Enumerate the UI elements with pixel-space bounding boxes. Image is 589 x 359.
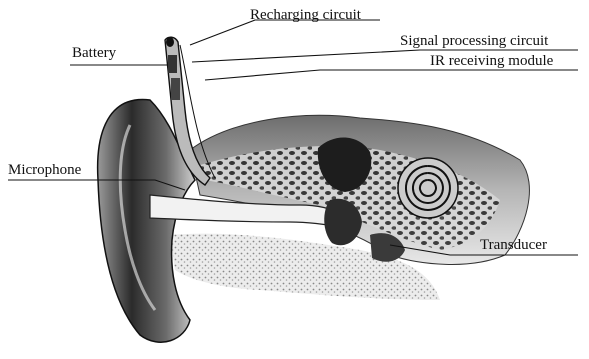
label-signal-processing-circuit: Signal processing circuit: [400, 34, 548, 49]
recharging-leader: [190, 20, 380, 45]
label-microphone: Microphone: [8, 163, 81, 178]
cochlea: [398, 158, 458, 218]
battery-cap: [166, 37, 174, 47]
label-battery: Battery: [72, 46, 116, 61]
label-transducer: Transducer: [480, 238, 547, 253]
ir-module-leader: [205, 70, 578, 80]
battery-cell: [168, 55, 177, 73]
label-recharging-circuit: Recharging circuit: [250, 8, 361, 23]
circuit-block: [171, 78, 180, 100]
label-ir-receiving-module: IR receiving module: [430, 54, 553, 69]
